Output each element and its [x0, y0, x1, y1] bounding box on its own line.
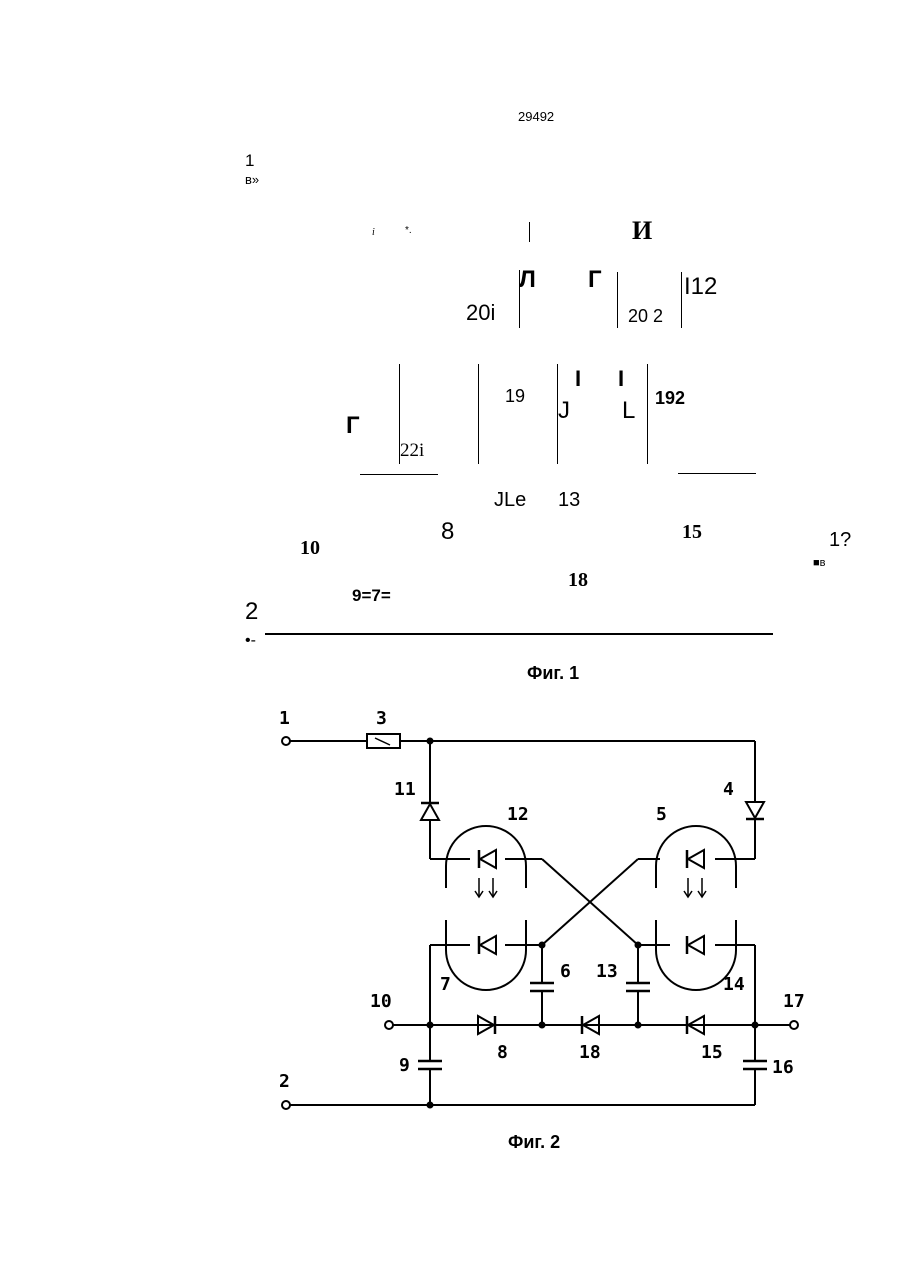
terminal-10 [385, 1021, 393, 1029]
label-9: 9 [399, 1055, 410, 1076]
diode-11 [421, 803, 439, 820]
light-arrow-icon [489, 878, 497, 897]
label-16: 16 [772, 1057, 794, 1078]
light-arrow-icon [475, 878, 483, 897]
light-arrow-icon [684, 878, 692, 897]
label-18: 18 [579, 1042, 601, 1063]
junction-dot [539, 942, 546, 949]
capacitor-16 [743, 1061, 767, 1069]
capacitor-13 [626, 983, 650, 991]
junction-dot [427, 1022, 434, 1029]
optocoupler-7-bottom [446, 920, 526, 990]
terminal-2 [282, 1101, 290, 1109]
label-7: 7 [440, 974, 451, 995]
capacitor-9 [418, 1061, 442, 1069]
junction-dot [427, 1102, 434, 1109]
label-4: 4 [723, 779, 734, 800]
led-12 [479, 850, 496, 868]
terminal-17 [790, 1021, 798, 1029]
terminal-1 [282, 737, 290, 745]
fuse-3 [367, 734, 400, 748]
junction-dot [752, 1022, 759, 1029]
label-15: 15 [701, 1042, 723, 1063]
led-5 [687, 850, 704, 868]
junction-dot [635, 1022, 642, 1029]
label-3: 3 [376, 708, 387, 729]
label-14: 14 [723, 974, 745, 995]
photodiode-7 [479, 936, 496, 954]
label-17: 17 [783, 991, 805, 1012]
label-8: 8 [497, 1042, 508, 1063]
label-10: 10 [370, 991, 392, 1012]
label-12: 12 [507, 804, 529, 825]
label-1: 1 [279, 708, 290, 729]
optocoupler-5-top [656, 826, 736, 888]
junction-dot [635, 942, 642, 949]
diode-4 [746, 802, 764, 819]
capacitor-6 [530, 983, 554, 991]
label-5: 5 [656, 804, 667, 825]
light-arrow-icon [698, 878, 706, 897]
junction-dot [427, 738, 434, 745]
label-13: 13 [596, 961, 618, 982]
label-6: 6 [560, 961, 571, 982]
fig2-caption: Фиг. 2 [508, 1133, 560, 1151]
junction-dot [539, 1022, 546, 1029]
label-2: 2 [279, 1071, 290, 1092]
photodiode-14 [687, 936, 704, 954]
optocoupler-12-top [446, 826, 526, 888]
label-11: 11 [394, 779, 416, 800]
